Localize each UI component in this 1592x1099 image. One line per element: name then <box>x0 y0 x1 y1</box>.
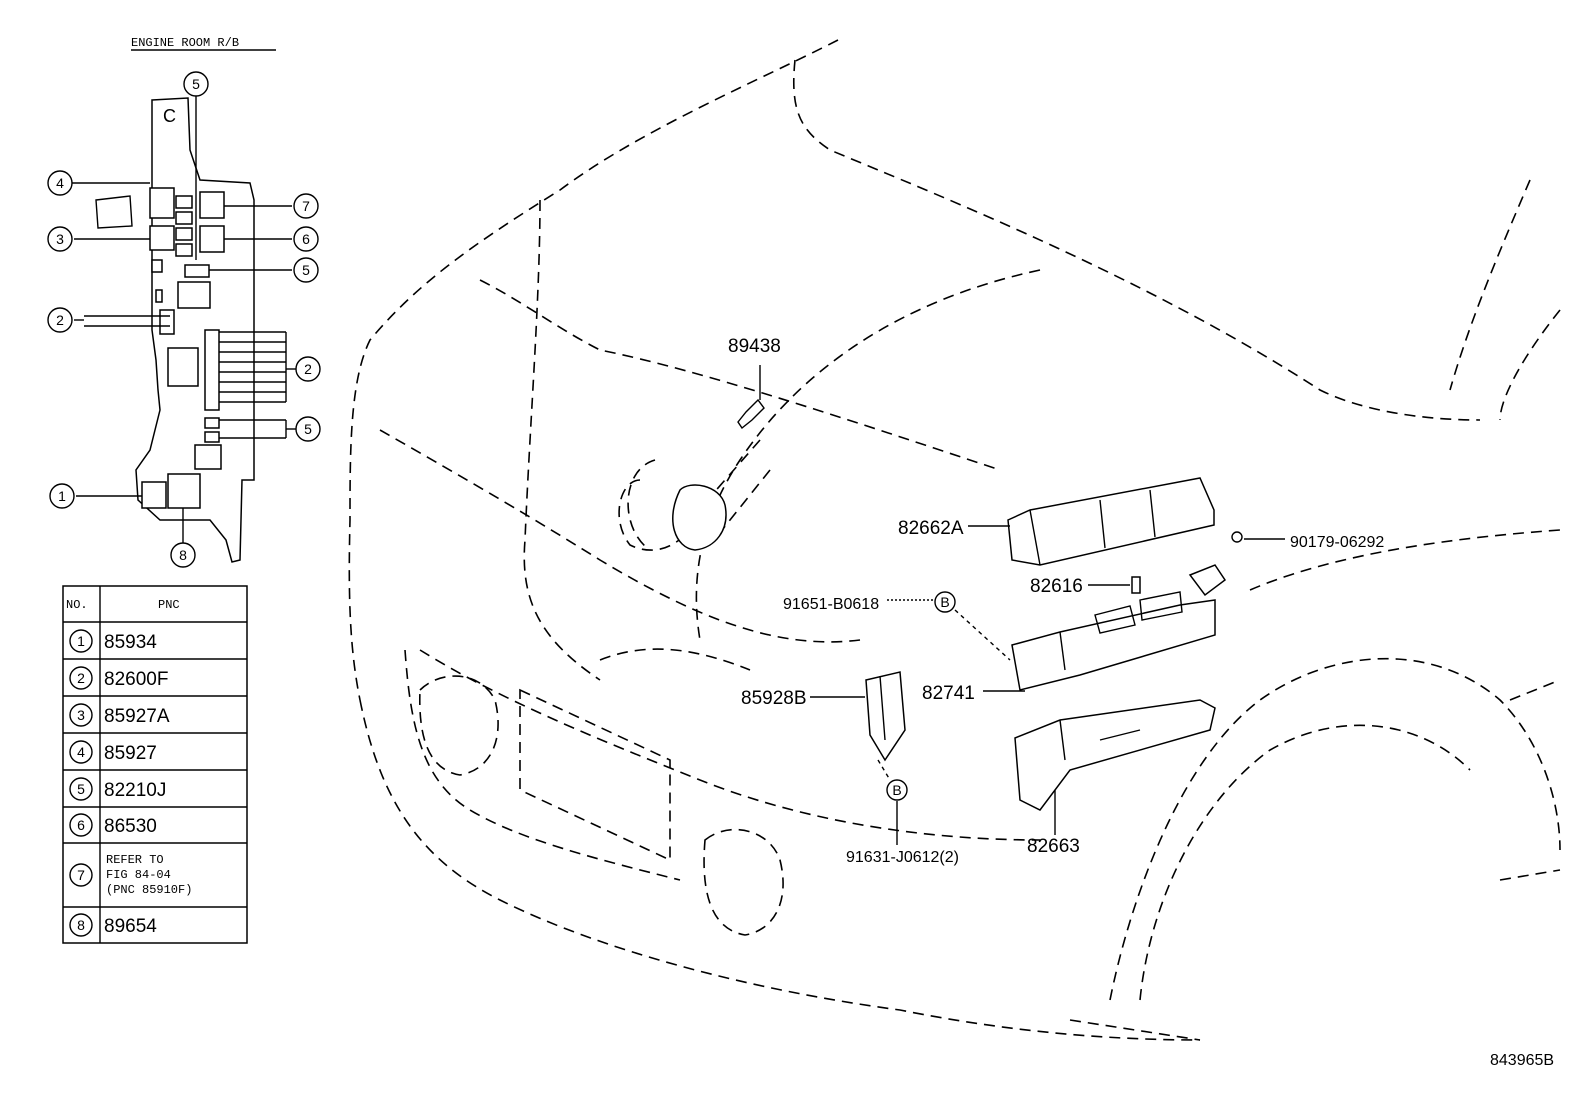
svg-text:REFER TO: REFER TO <box>106 853 164 867</box>
label-82663: 82663 <box>1027 836 1080 857</box>
svg-text:(PNC 85910F): (PNC 85910F) <box>106 883 192 897</box>
svg-text:2: 2 <box>56 312 64 328</box>
svg-text:85927: 85927 <box>104 743 157 764</box>
label-89438: 89438 <box>728 336 781 357</box>
inset-callout-5-top: 5 <box>183 71 209 97</box>
table-row: 8 89654 <box>69 913 157 937</box>
relay-block-82741 <box>1011 564 1227 691</box>
table-header-no: NO. <box>66 598 88 612</box>
svg-text:6: 6 <box>77 817 85 833</box>
sensor-89438 <box>672 365 765 551</box>
inset-letter: C <box>163 106 176 126</box>
label-91651-B0618: 91651-B0618 <box>783 596 879 613</box>
svg-text:2: 2 <box>304 361 312 377</box>
svg-text:7: 7 <box>77 867 85 883</box>
svg-text:7: 7 <box>302 198 310 214</box>
label-82616: 82616 <box>1030 576 1083 597</box>
svg-text:1: 1 <box>58 488 66 504</box>
svg-text:4: 4 <box>77 744 85 760</box>
table-row: 2 82600F <box>69 666 168 690</box>
svg-text:5: 5 <box>192 76 200 92</box>
bolt-marker-lower: B <box>886 779 908 801</box>
table-row: 6 86530 <box>69 813 157 837</box>
label-90179-06292: 90179-06292 <box>1290 534 1384 551</box>
table-row: 7 REFER TO FIG 84-04 (PNC 85910F) <box>69 853 192 897</box>
svg-text:1: 1 <box>77 633 85 649</box>
table-row: 4 85927 <box>69 740 157 764</box>
svg-text:2: 2 <box>77 670 85 686</box>
inset-relay-block: ENGINE ROOM R/B C <box>72 36 296 563</box>
svg-text:B: B <box>940 594 949 610</box>
figure-id: 843965B <box>1490 1052 1554 1069</box>
svg-text:82600F: 82600F <box>104 669 168 690</box>
label-82741: 82741 <box>922 683 975 704</box>
svg-text:3: 3 <box>77 707 85 723</box>
inset-callout-2-right: 2 <box>295 356 321 382</box>
table-row: 5 82210J <box>69 777 166 801</box>
svg-text:85934: 85934 <box>104 632 157 653</box>
table-row: 1 85934 <box>69 629 157 653</box>
label-85928B: 85928B <box>741 688 807 709</box>
svg-text:82210J: 82210J <box>104 780 166 801</box>
svg-text:FIG 84-04: FIG 84-04 <box>106 868 171 882</box>
svg-text:8: 8 <box>77 917 85 933</box>
svg-text:8: 8 <box>179 547 187 563</box>
bolt-marker-upper: B <box>934 591 956 613</box>
label-91631-J0612: 91631-J0612(2) <box>846 849 959 866</box>
svg-text:86530: 86530 <box>104 816 157 837</box>
svg-text:B: B <box>892 782 901 798</box>
clip-82616 <box>1131 576 1141 594</box>
inset-callout-8: 8 <box>170 542 196 568</box>
svg-text:5: 5 <box>77 781 85 797</box>
inset-callout-2-left: 2 <box>47 307 73 333</box>
svg-text:89654: 89654 <box>104 916 157 937</box>
svg-text:5: 5 <box>302 262 310 278</box>
inset-callout-5-mid: 5 <box>293 257 319 283</box>
inset-callout-1: 1 <box>49 483 75 509</box>
svg-text:4: 4 <box>56 175 64 191</box>
inset-callout-4: 4 <box>47 170 73 196</box>
bolt-90179 <box>1231 531 1243 543</box>
inset-callout-6: 6 <box>293 226 319 252</box>
svg-text:6: 6 <box>302 231 310 247</box>
svg-text:85927A: 85927A <box>104 706 170 727</box>
connector-85928B <box>865 671 906 762</box>
inset-title: ENGINE ROOM R/B <box>131 36 239 50</box>
svg-text:5: 5 <box>304 421 312 437</box>
label-82662A: 82662A <box>898 518 964 539</box>
table-row: 3 85927A <box>69 703 170 727</box>
leader-lines <box>810 525 1285 845</box>
inset-callout-7: 7 <box>293 193 319 219</box>
inset-callout-3: 3 <box>47 226 73 252</box>
vehicle-outline <box>348 39 1561 1041</box>
table-header-pnc: PNC <box>158 598 180 612</box>
pnc-table: NO. PNC 1 85934 2 82600F 3 85927A 4 8592… <box>62 585 248 944</box>
inset-callout-5-low: 5 <box>295 416 321 442</box>
svg-text:3: 3 <box>56 231 64 247</box>
cover-82662A <box>1007 477 1215 566</box>
lower-case-82663 <box>1014 699 1216 811</box>
